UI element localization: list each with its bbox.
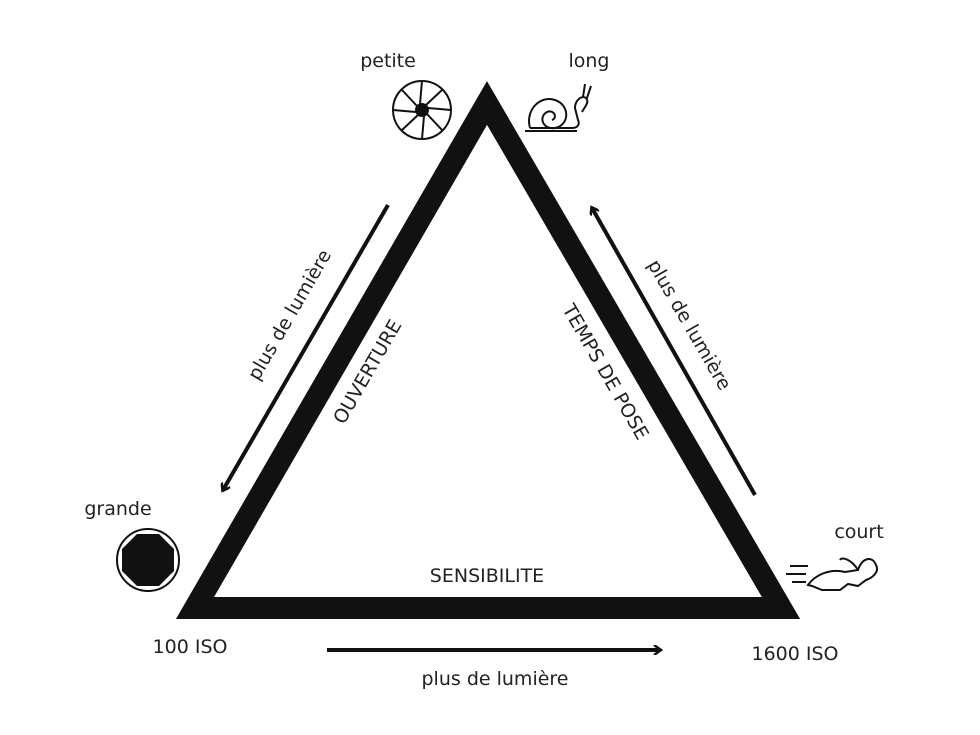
left-arrow	[223, 203, 390, 490]
aperture-small-icon	[392, 80, 452, 140]
label-grande: grande	[84, 498, 151, 520]
label-long: long	[568, 50, 609, 72]
snail-icon	[525, 83, 592, 132]
triangle	[175, 81, 801, 619]
label-court: court	[834, 521, 883, 543]
right-arrow	[592, 208, 757, 496]
label-100-iso: 100 ISO	[153, 636, 228, 658]
rabbit-icon	[786, 557, 878, 591]
side-label-sensibilite: SENSIBILITE	[430, 565, 544, 587]
aperture-large-icon	[116, 528, 180, 592]
bottom-arrow-label: plus de lumière	[422, 668, 569, 690]
label-1600-iso: 1600 ISO	[751, 643, 838, 665]
label-petite: petite	[360, 50, 416, 72]
